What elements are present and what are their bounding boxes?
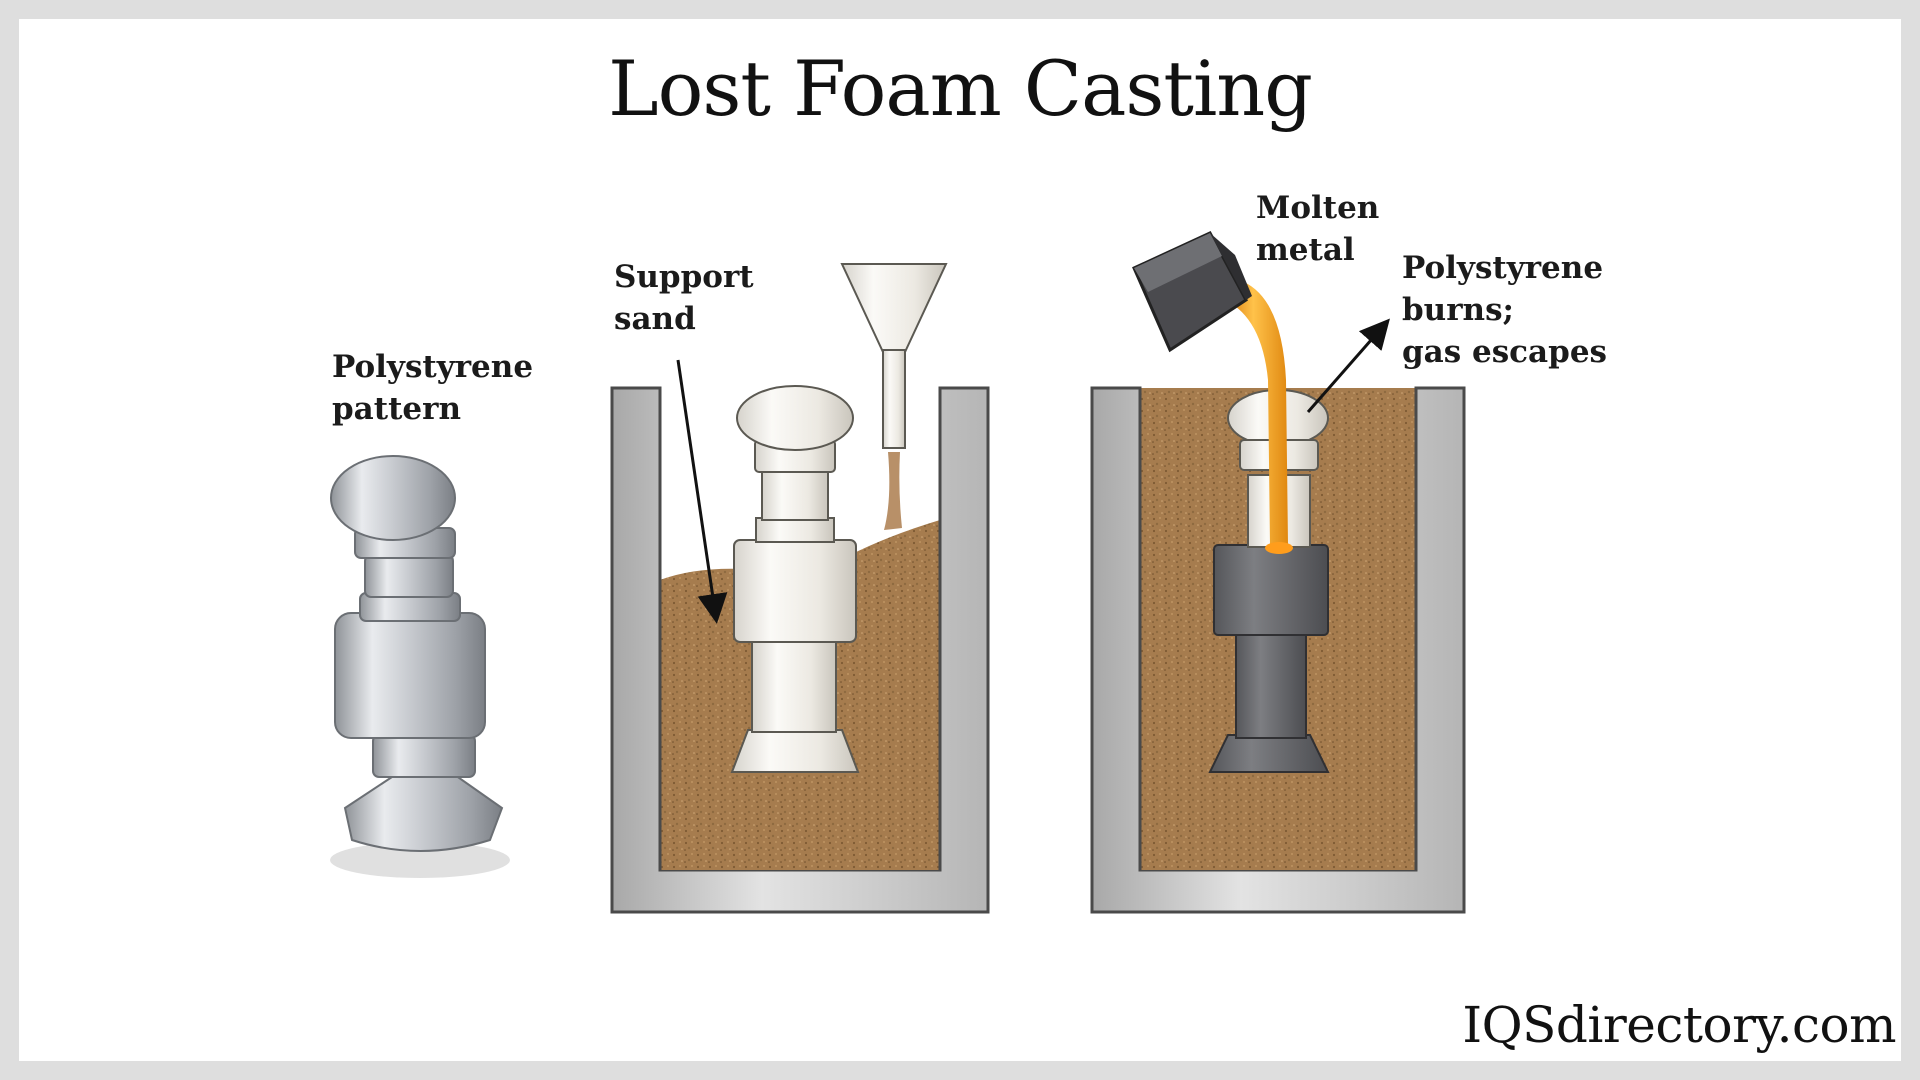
brand-watermark: IQSdirectory.com [1462, 996, 1896, 1054]
molten-metal-stream [1225, 282, 1293, 554]
arrow-icon [1306, 318, 1390, 413]
arrow-icon [676, 359, 728, 624]
foam-pattern-icon [330, 455, 510, 878]
funnel-icon [840, 263, 948, 530]
ladle-icon [1132, 231, 1252, 353]
foam-pattern-in-sand [730, 385, 860, 773]
page-title: Lost Foam Casting [608, 44, 1313, 133]
